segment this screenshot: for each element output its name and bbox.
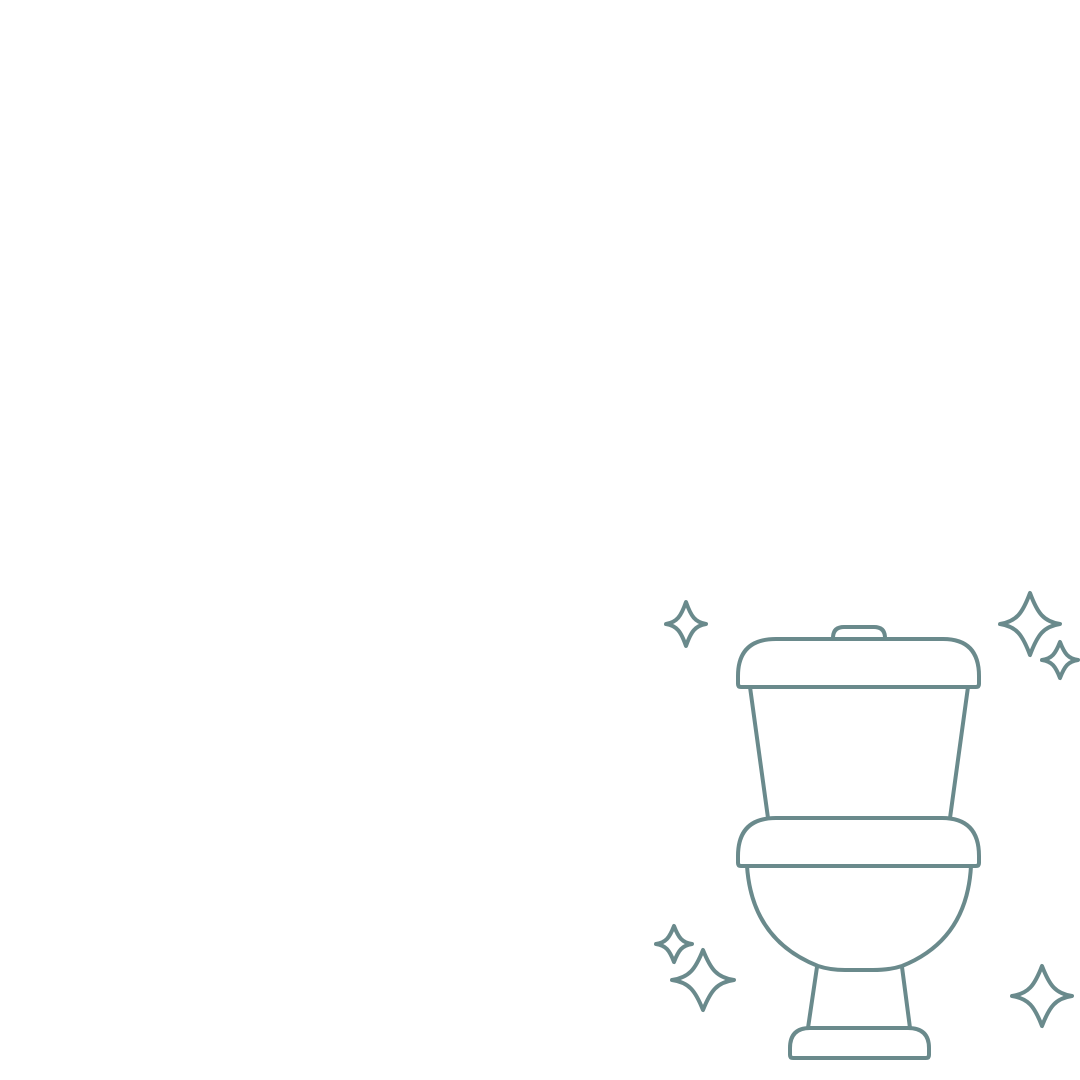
sparkles	[654, 591, 1080, 1028]
sparkle-icon	[1040, 640, 1080, 680]
stem-left	[806, 965, 819, 1030]
toilet-seat	[736, 816, 981, 868]
tank-right-side	[948, 685, 970, 820]
sparkle-icon	[670, 948, 736, 1012]
sparkle-icon	[1010, 964, 1074, 1028]
toilet-icon	[736, 625, 981, 1060]
stem-right	[900, 965, 912, 1030]
toilet-base	[788, 1026, 931, 1060]
sparkle-icon	[664, 600, 708, 648]
tank-left-side	[748, 685, 770, 820]
sparkle-icon	[654, 924, 694, 964]
sparkle-icon	[998, 591, 1062, 657]
tank-handle	[831, 625, 887, 640]
tank-lid	[736, 637, 981, 689]
toilet-bowl	[745, 864, 973, 972]
